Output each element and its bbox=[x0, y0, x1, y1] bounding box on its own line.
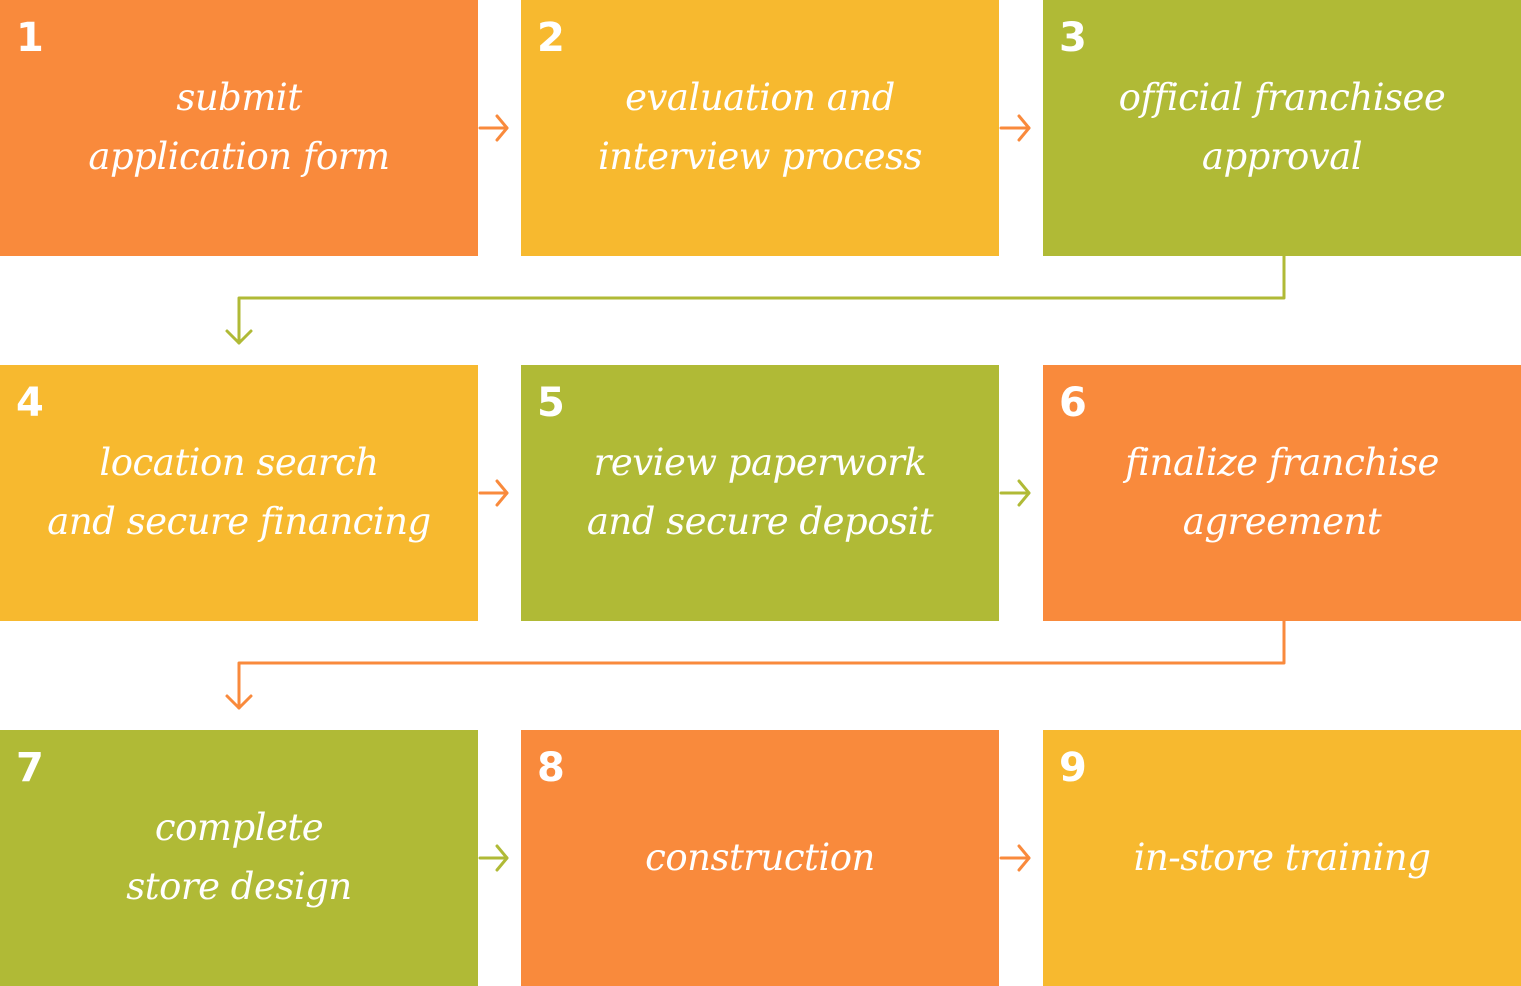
step-box-5: 5 review paperwork and secure deposit bbox=[521, 365, 999, 621]
step-label-line: approval bbox=[1201, 135, 1363, 178]
step-number: 7 bbox=[16, 745, 44, 791]
step-label: in-store training bbox=[1043, 828, 1521, 887]
step-label-line: location search bbox=[99, 441, 379, 484]
step-number: 2 bbox=[537, 15, 565, 61]
step-label-line: interview process bbox=[598, 135, 922, 178]
step-label-line: in-store training bbox=[1133, 835, 1431, 879]
step-box-1: 1 submit application form bbox=[0, 0, 478, 256]
step-box-8: 8 construction bbox=[521, 730, 999, 986]
step-label-line: application form bbox=[88, 135, 390, 178]
step-label: finalize franchise agreement bbox=[1043, 433, 1521, 551]
step-label-line: complete bbox=[154, 806, 324, 849]
step-label-line: and secure financing bbox=[47, 500, 431, 543]
step-box-4: 4 location search and secure financing bbox=[0, 365, 478, 621]
step-label: location search and secure financing bbox=[0, 433, 478, 551]
step-number: 1 bbox=[16, 15, 44, 61]
step-number: 5 bbox=[537, 380, 565, 426]
step-label: construction bbox=[521, 828, 999, 887]
connector-7-to-8 bbox=[478, 844, 509, 872]
step-label-line: and secure deposit bbox=[586, 500, 934, 543]
step-box-9: 9 in-store training bbox=[1043, 730, 1521, 986]
step-number: 4 bbox=[16, 380, 44, 426]
step-label: review paperwork and secure deposit bbox=[521, 433, 999, 551]
step-label: submit application form bbox=[0, 68, 478, 186]
step-number: 6 bbox=[1059, 380, 1087, 426]
step-label: complete store design bbox=[0, 798, 478, 916]
step-box-2: 2 evaluation and interview process bbox=[521, 0, 999, 256]
step-box-3: 3 official franchisee approval bbox=[1043, 0, 1521, 256]
connector-1-to-2 bbox=[478, 114, 509, 142]
connector-4-to-5 bbox=[478, 479, 509, 507]
connector-8-to-9 bbox=[999, 844, 1031, 872]
step-label-line: finalize franchise bbox=[1125, 441, 1439, 484]
step-label-line: construction bbox=[645, 835, 875, 879]
step-label: evaluation and interview process bbox=[521, 68, 999, 186]
step-label-line: evaluation and bbox=[625, 76, 895, 119]
connector-6-to-7 bbox=[225, 619, 1286, 710]
step-number: 9 bbox=[1059, 745, 1087, 791]
connector-3-to-4 bbox=[225, 254, 1286, 345]
connector-5-to-6 bbox=[999, 479, 1031, 507]
step-label-line: agreement bbox=[1182, 500, 1382, 543]
step-box-7: 7 complete store design bbox=[0, 730, 478, 986]
step-label-line: submit bbox=[176, 76, 302, 119]
step-label-line: review paperwork bbox=[593, 441, 927, 484]
step-number: 8 bbox=[537, 745, 565, 791]
step-number: 3 bbox=[1059, 15, 1087, 61]
step-label-line: store design bbox=[126, 865, 352, 908]
step-label: official franchisee approval bbox=[1043, 68, 1521, 186]
step-label-line: official franchisee bbox=[1118, 76, 1446, 119]
connector-2-to-3 bbox=[999, 114, 1031, 142]
step-box-6: 6 finalize franchise agreement bbox=[1043, 365, 1521, 621]
